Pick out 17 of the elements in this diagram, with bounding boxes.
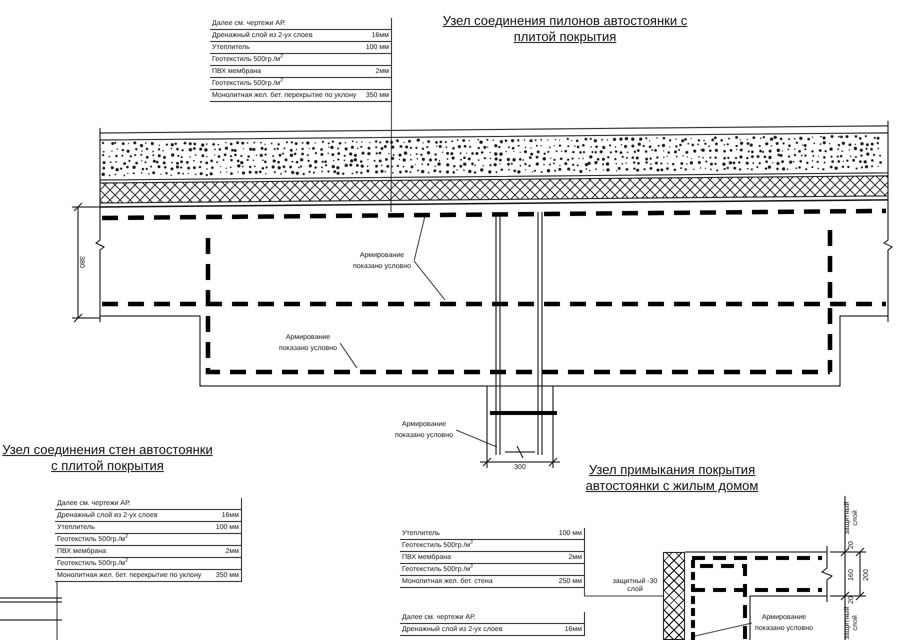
rebar [691, 560, 695, 640]
drawing-title: Узел соединения стен автостоянки с плитой покрытия [1, 442, 214, 474]
layer-callout-table [400, 528, 585, 588]
leader-line [414, 216, 426, 262]
insulation-layer [663, 552, 685, 640]
leader-line [414, 260, 446, 300]
drawing-title: Узел соединения пилонов автостоянки с плитой покрытия [442, 13, 688, 45]
leader-line [694, 622, 752, 636]
layer-callout-table [400, 612, 585, 636]
leader-line [390, 102, 392, 212]
leader-line [340, 342, 358, 368]
leader-line [584, 588, 664, 596]
leader-line [56, 582, 58, 640]
layer-callout-table [210, 18, 392, 102]
drawing-title: Узел примыкания покрытия автостоянки с жилым домом [584, 462, 760, 494]
layer-callout-table [55, 498, 242, 582]
leader-line [456, 430, 498, 448]
